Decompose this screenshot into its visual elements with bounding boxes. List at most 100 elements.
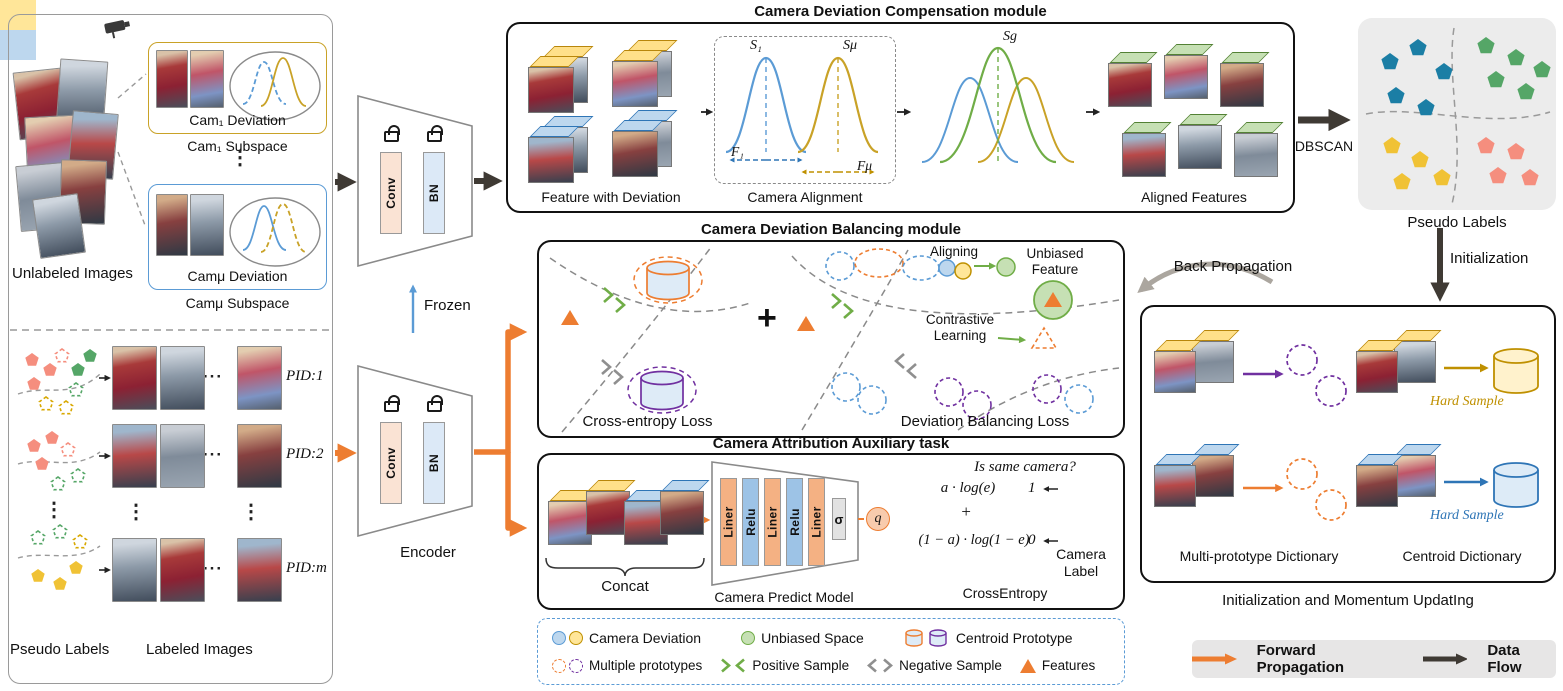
flow-legend-bg: [1192, 640, 1556, 678]
person-photo: [32, 193, 86, 259]
person-photo: [112, 538, 157, 602]
balancing-title: Camera Deviation Balancing module: [700, 221, 962, 238]
feature-cube: [548, 490, 598, 545]
feature-cube: [1154, 340, 1202, 393]
person-photo: [1356, 465, 1398, 507]
camera-feature-top: [1123, 122, 1172, 133]
feature-cube: [1178, 114, 1228, 169]
unlabeled-images-label: Unlabeled Images: [12, 265, 133, 282]
camu-subspace-label: Camμ Subspace: [185, 295, 290, 311]
aligning-label: Aligning: [930, 244, 979, 259]
feature-with-deviation-label: Feature with Deviation: [541, 189, 681, 205]
person-photo: [190, 194, 224, 256]
blue-circle-icon: [552, 631, 566, 645]
camera-feature-top: [613, 50, 664, 61]
conv-layer: Conv: [380, 422, 402, 504]
cross-entropy-caption: CrossEntropy: [962, 585, 1048, 601]
cross-entropy-loss-label: Cross-entropy Loss: [582, 413, 713, 430]
person-photo: [237, 346, 282, 410]
bn-layer: BN: [423, 422, 445, 504]
deviation-balancing-loss-label: Deviation Balancing Loss: [900, 413, 1070, 430]
feature-cube: [528, 56, 580, 113]
camera-feature-top: [529, 126, 580, 137]
centroid-dictionary-label: Centroid Dictionary: [1402, 548, 1522, 564]
frozen-label: Frozen: [424, 297, 471, 314]
pid1-label: PID:1: [286, 368, 324, 384]
label-zero: 0: [1028, 532, 1036, 548]
person-photo: [528, 137, 574, 183]
camera-predict-model-label: Camera Predict Model: [714, 589, 854, 605]
dictionary-title: Initialization and Momentum UpdatIng: [1222, 592, 1474, 609]
feature-cube: [1154, 454, 1202, 507]
liner-layer: Liner: [808, 478, 825, 566]
legend-multiple-prototypes: Multiple prototypes: [552, 658, 702, 673]
feature-cube: [1220, 52, 1270, 107]
feature-cube: [1164, 44, 1214, 99]
camera-feature-top: [1179, 114, 1228, 125]
person-photo: [237, 424, 282, 488]
camera-feature-top: [1235, 122, 1284, 133]
camu-subspace-box: [148, 184, 327, 290]
liner-layer: Liner: [764, 478, 781, 566]
aligned-features-label: Aligned Features: [1141, 189, 1247, 205]
feature-cube: [612, 50, 664, 107]
person-photo: [528, 67, 574, 113]
green-chevrons-icon: [721, 658, 746, 673]
cam1-deviation-label: Cam₁ Deviation: [189, 112, 286, 128]
person-photo: [160, 424, 205, 488]
orange-triangle-icon: [1019, 658, 1036, 673]
labeled-images-label: Labeled Images: [146, 641, 253, 658]
multi-prototype-dictionary-label: Multi-prototype Dictionary: [1179, 548, 1339, 564]
person-photo: [156, 194, 188, 256]
frozen-bn-layer: BN: [423, 152, 445, 234]
person-photo: [1122, 133, 1166, 177]
person-photo: [160, 538, 205, 602]
horizontal-dots-icon: ···: [203, 559, 223, 578]
relu-layer: Relu: [742, 478, 759, 566]
feature-cube: [1122, 122, 1172, 177]
horizontal-dots-icon: ···: [203, 445, 223, 464]
label-one: 1: [1028, 480, 1036, 496]
camera-label-caption: Camera Label: [1056, 546, 1106, 579]
s1-label: S₁: [750, 38, 762, 53]
camera-feature-top: [529, 56, 580, 67]
pseudo-label-cluster-bg: [1358, 18, 1556, 210]
left-input-panel: [8, 14, 333, 684]
person-photo: [548, 501, 592, 545]
legend-negative-sample: Negative Sample: [867, 658, 1002, 673]
back-propagation-label: Back Propagation: [1173, 258, 1293, 275]
compensation-module-box: [506, 22, 1295, 213]
person-photo: [1234, 133, 1278, 177]
person-photo: [190, 50, 224, 108]
camera-alignment-box: [714, 36, 896, 184]
camera-feature-top: [613, 120, 664, 131]
feature-cube: [1356, 454, 1404, 507]
encoder-trapezoid: [357, 364, 473, 538]
camera-feature-top: [1109, 52, 1158, 63]
yellow-circle-icon: [569, 631, 583, 645]
person-photo: [1154, 351, 1196, 393]
dictionary-box: [1140, 305, 1556, 583]
person-photo: [1164, 55, 1208, 99]
feature-cube: [1192, 444, 1240, 497]
feature-cube: [1108, 52, 1158, 107]
person-photo: [612, 131, 658, 177]
gray-chevrons-icon: [867, 658, 894, 673]
contrastive-learning-label: Contrastive Learning: [925, 312, 995, 343]
feature-triangle: [797, 316, 815, 331]
frozen-conv-layer: Conv: [380, 152, 402, 234]
feature-triangle: [561, 310, 579, 325]
feature-cube: [1394, 444, 1442, 497]
legend-camera-deviation: Camera Deviation: [552, 630, 701, 646]
pseudo-labels-cluster-label: Pseudo Labels: [1407, 214, 1507, 231]
person-photo: [1178, 125, 1222, 169]
compensation-title: Camera Deviation Compensation module: [754, 3, 1047, 20]
camu-deviation-label: Camμ Deviation: [187, 268, 288, 284]
person-photo: [112, 424, 157, 488]
legend-unbiased-space: Unbiased Space: [741, 630, 864, 646]
dbscan-label: DBSCAN: [1294, 138, 1354, 154]
cam1-subspace-box: [148, 42, 327, 134]
camera-feature-top: [1221, 52, 1270, 63]
concat-label: Concat: [601, 578, 649, 595]
